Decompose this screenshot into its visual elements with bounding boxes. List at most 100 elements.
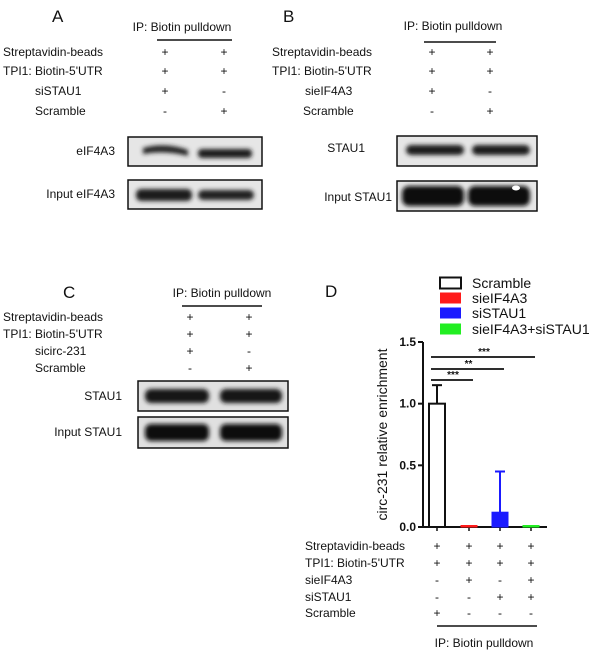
bar-sistau1 bbox=[491, 511, 509, 528]
panel-a-header: IP: Biotin pulldown bbox=[133, 20, 232, 34]
plus-sign: + bbox=[245, 361, 252, 375]
blot-label: eIF4A3 bbox=[76, 144, 115, 158]
plus-sign: + bbox=[486, 104, 493, 118]
significance-label: *** bbox=[447, 370, 459, 381]
y-tick-label: 1.5 bbox=[399, 335, 416, 349]
legend-label: sieIF4A3 bbox=[472, 290, 527, 306]
plus-sign: + bbox=[186, 310, 193, 324]
minus-sign: - bbox=[188, 361, 192, 375]
y-tick-label: 0.0 bbox=[399, 520, 416, 534]
blot-a-eif4a3 bbox=[127, 136, 263, 167]
plus-sign: + bbox=[161, 45, 168, 59]
condition-label: sieIF4A3 bbox=[305, 84, 353, 98]
y-tick-label: 1.0 bbox=[399, 397, 416, 411]
bar-sieif4a3 bbox=[460, 525, 478, 528]
minus-sign: - bbox=[435, 590, 439, 604]
minus-sign: - bbox=[222, 84, 226, 98]
plus-sign: + bbox=[186, 327, 193, 341]
plus-sign: + bbox=[220, 104, 227, 118]
blot-label: Input STAU1 bbox=[54, 425, 122, 439]
condition-label: siSTAU1 bbox=[305, 590, 352, 604]
blot-label: STAU1 bbox=[327, 141, 365, 155]
plus-sign: + bbox=[161, 84, 168, 98]
plus-sign: + bbox=[220, 64, 227, 78]
condition-label: Streptavidin-beads bbox=[272, 45, 372, 59]
minus-sign: - bbox=[498, 573, 502, 587]
plus-sign: + bbox=[428, 84, 435, 98]
panel-c-header: IP: Biotin pulldown bbox=[173, 286, 272, 300]
minus-sign: - bbox=[498, 606, 502, 620]
condition-label: Scramble bbox=[303, 104, 354, 118]
plus-sign: + bbox=[428, 64, 435, 78]
legend-label: sieIF4A3+siSTAU1 bbox=[472, 321, 590, 337]
minus-sign: - bbox=[435, 573, 439, 587]
panel-b-letter: B bbox=[283, 7, 294, 26]
plus-sign: + bbox=[428, 45, 435, 59]
blot-label: Input STAU1 bbox=[324, 190, 392, 204]
plus-sign: + bbox=[433, 606, 440, 620]
plus-sign: + bbox=[496, 556, 503, 570]
condition-label: siSTAU1 bbox=[35, 84, 82, 98]
condition-tables: Streptavidin-beads + + TPI1: Biotin-5'UTR + +… bbox=[3, 45, 535, 620]
significance-label: ** bbox=[465, 359, 473, 370]
legend-swatch bbox=[440, 292, 461, 304]
panel-d-letter: D bbox=[325, 282, 337, 301]
condition-label: TPI1: Biotin-5'UTR bbox=[3, 327, 103, 341]
plus-sign: + bbox=[186, 344, 193, 358]
legend-swatch bbox=[440, 323, 461, 335]
plus-sign: + bbox=[527, 573, 534, 587]
condition-label: Streptavidin-beads bbox=[3, 45, 103, 59]
blot-c-input-stau1 bbox=[137, 416, 289, 449]
significance-label: *** bbox=[478, 347, 490, 358]
minus-sign: - bbox=[163, 104, 167, 118]
plus-sign: + bbox=[527, 556, 534, 570]
condition-label: sieIF4A3 bbox=[305, 573, 353, 587]
plus-sign: + bbox=[433, 539, 440, 553]
blot-label: Input eIF4A3 bbox=[46, 187, 115, 201]
panel-c-letter: C bbox=[63, 283, 75, 302]
plus-sign: + bbox=[245, 310, 252, 324]
plus-sign: + bbox=[496, 539, 503, 553]
minus-sign: - bbox=[488, 84, 492, 98]
minus-sign: - bbox=[467, 606, 471, 620]
minus-sign: - bbox=[430, 104, 434, 118]
panel-a-letter: A bbox=[52, 7, 64, 26]
condition-label: TPI1: Biotin-5'UTR bbox=[305, 556, 405, 570]
blot-b-stau1 bbox=[396, 135, 538, 167]
condition-label: Scramble bbox=[35, 104, 86, 118]
blot-label: STAU1 bbox=[84, 389, 122, 403]
panel-d-footer: IP: Biotin pulldown bbox=[435, 636, 534, 650]
condition-label: Scramble bbox=[305, 606, 356, 620]
plus-sign: + bbox=[245, 327, 252, 341]
plus-sign: + bbox=[496, 590, 503, 604]
plus-sign: + bbox=[465, 573, 472, 587]
plus-sign: + bbox=[527, 590, 534, 604]
legend-label: siSTAU1 bbox=[472, 305, 526, 321]
plus-sign: + bbox=[465, 556, 472, 570]
condition-label: TPI1: Biotin-5'UTR bbox=[272, 64, 372, 78]
bar-sieif4a3-sistau1 bbox=[522, 525, 540, 528]
minus-sign: - bbox=[247, 344, 251, 358]
condition-label: Streptavidin-beads bbox=[3, 310, 103, 324]
plus-sign: + bbox=[161, 64, 168, 78]
y-tick-label: 0.5 bbox=[399, 458, 416, 472]
plus-sign: + bbox=[433, 556, 440, 570]
legend-label: Scramble bbox=[472, 275, 531, 291]
legend-swatch bbox=[440, 307, 461, 319]
legend-swatch bbox=[439, 276, 462, 290]
plus-sign: + bbox=[220, 45, 227, 59]
condition-label: Streptavidin-beads bbox=[305, 539, 405, 553]
bar-scramble bbox=[428, 402, 446, 528]
panel-b-header: IP: Biotin pulldown bbox=[404, 19, 503, 33]
plus-sign: + bbox=[486, 64, 493, 78]
condition-label: TPI1: Biotin-5'UTR bbox=[3, 64, 103, 78]
blot-a-input-eif4a3 bbox=[127, 179, 263, 210]
plus-sign: + bbox=[465, 539, 472, 553]
plus-sign: + bbox=[486, 45, 493, 59]
condition-label: sicirc-231 bbox=[35, 344, 87, 358]
blot-c-stau1 bbox=[137, 380, 289, 412]
minus-sign: - bbox=[529, 606, 533, 620]
